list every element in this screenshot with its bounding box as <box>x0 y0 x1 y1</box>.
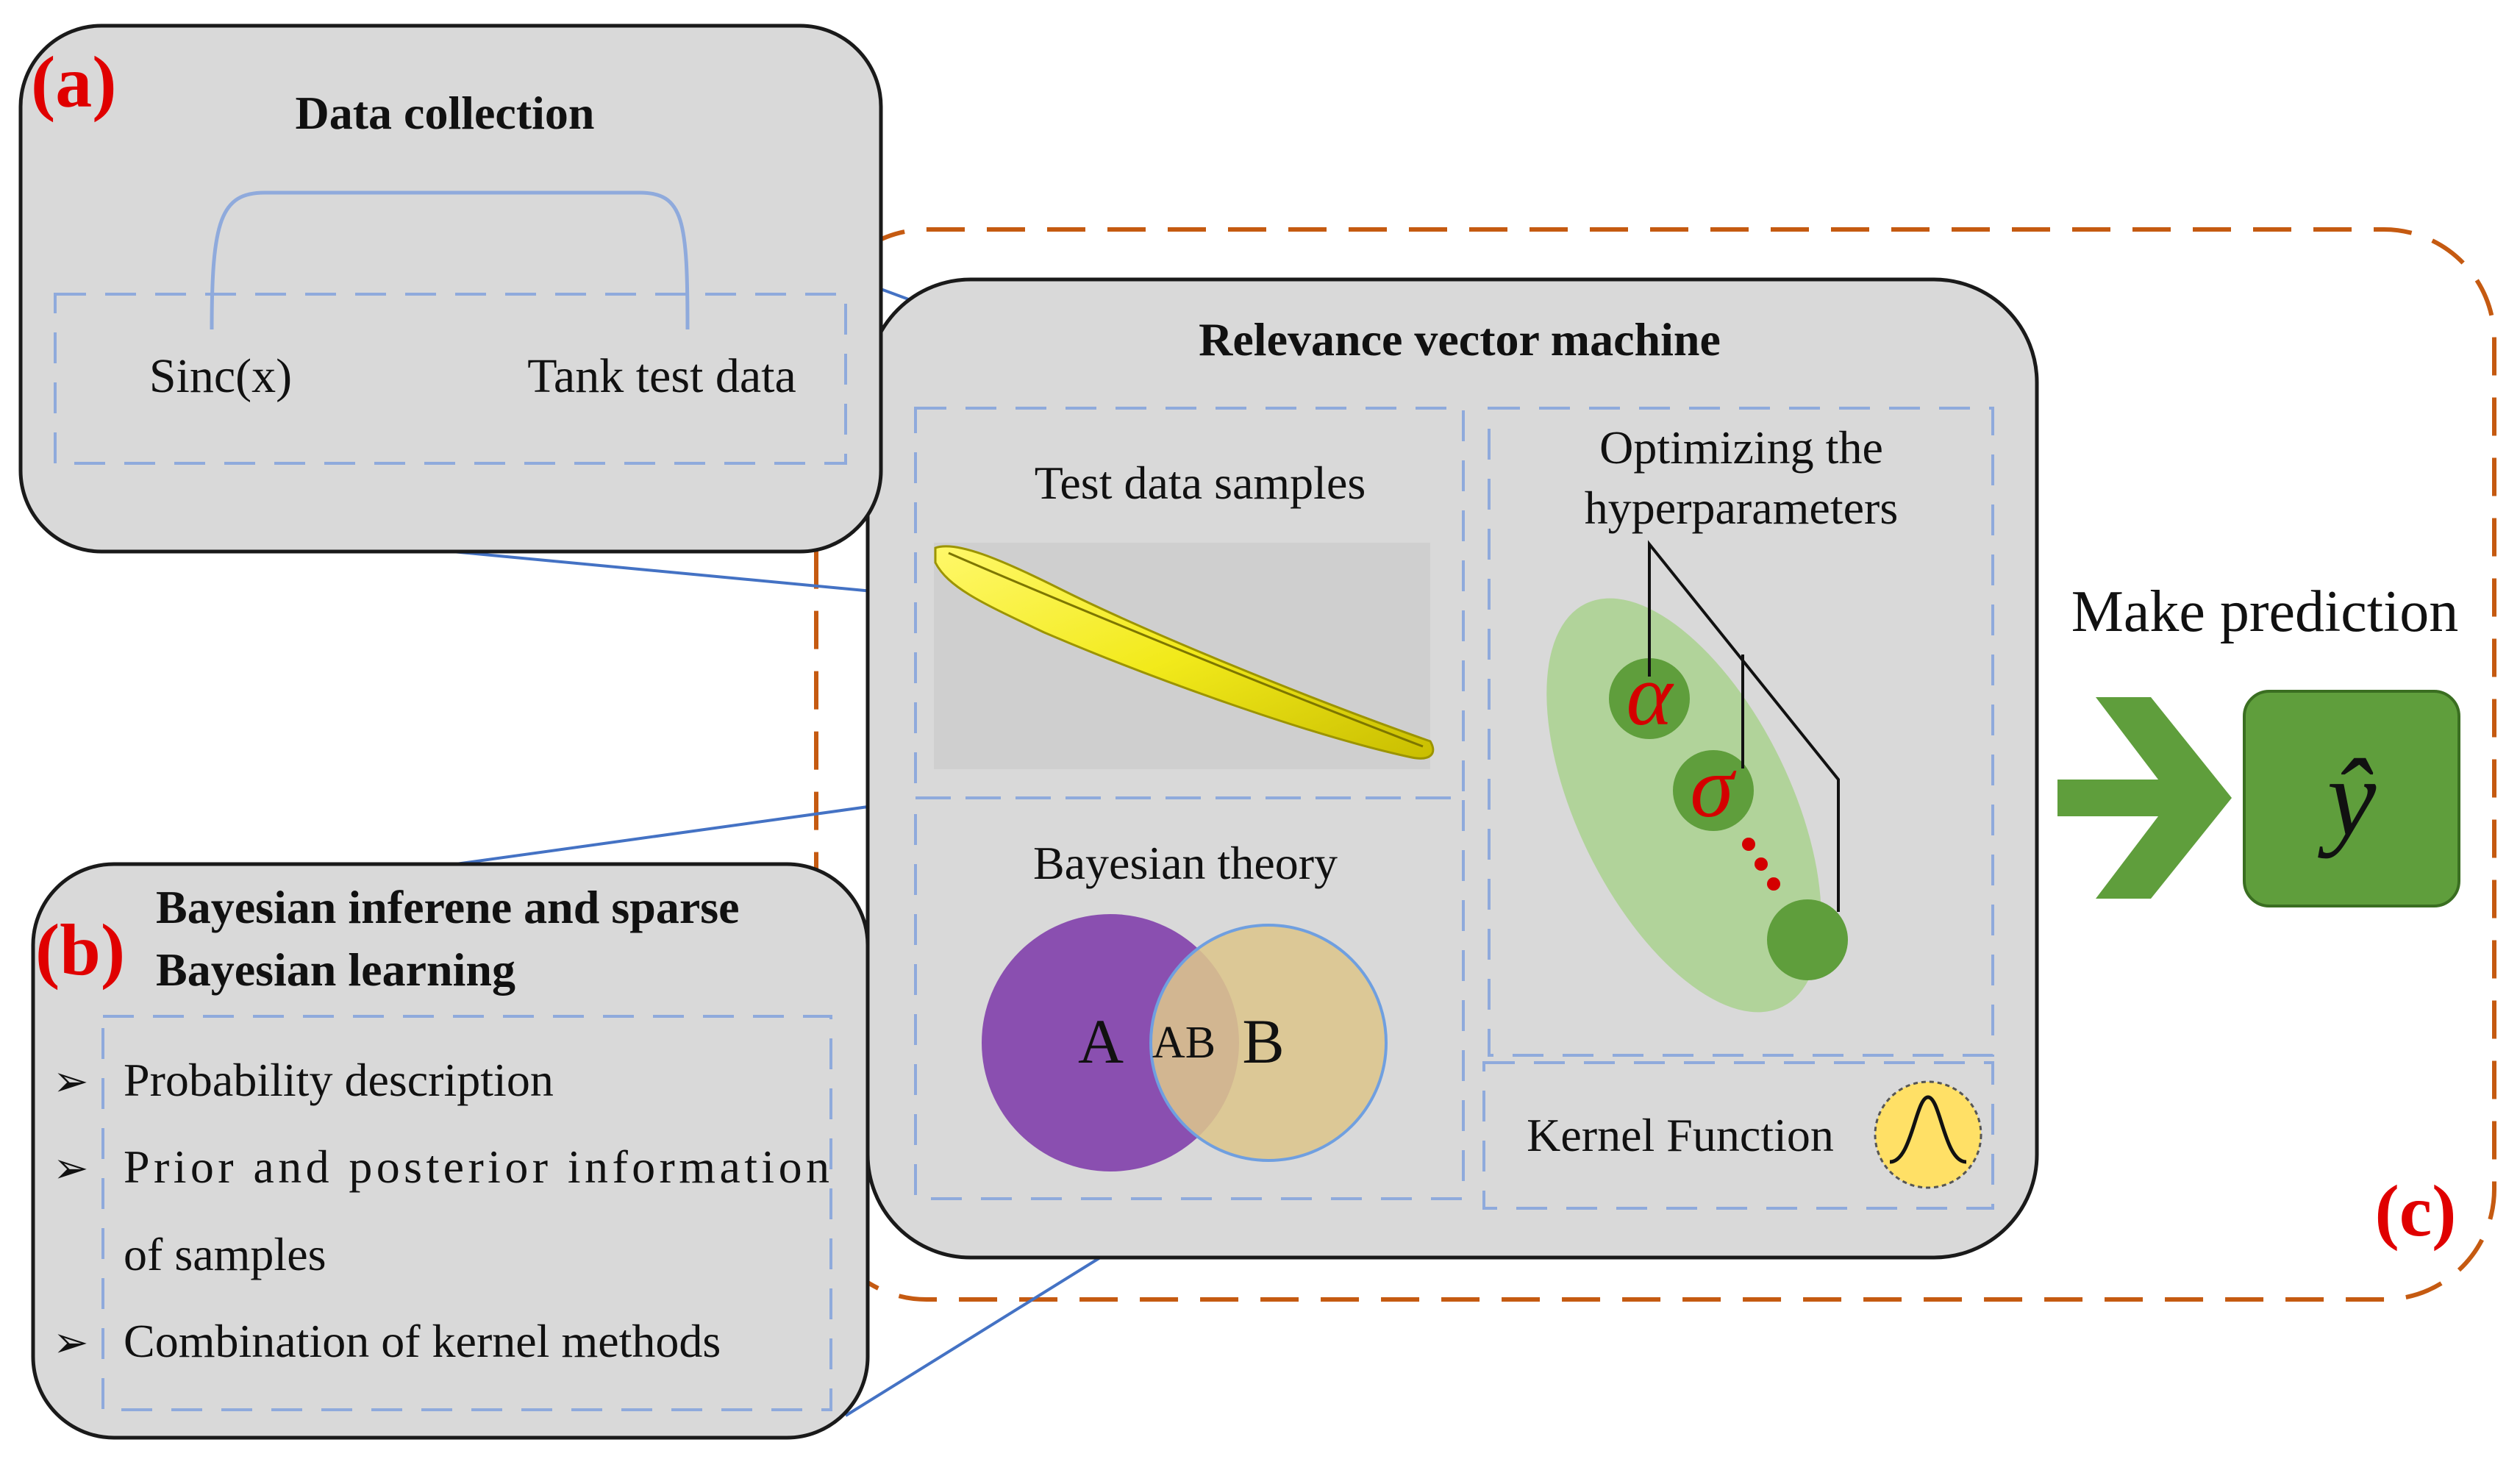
ellipsis-dots <box>1742 838 1780 891</box>
data-collection-panel <box>18 24 883 554</box>
kernel-box <box>1482 1061 1994 1210</box>
optimizing-label-line2: hyperparameters <box>1585 482 1898 534</box>
make-prediction-label: Make prediction <box>2071 579 2458 644</box>
bayesian-bullet-list: ➢ Probability description ➢ Prior and po… <box>53 1054 829 1367</box>
bullet-glyph-1: ➢ <box>53 1058 89 1105</box>
kernel-label: Kernel Function <box>1527 1109 1834 1161</box>
bayesian-learning-title-line1: Bayesian inferene and sparse <box>156 881 740 933</box>
bayesian-bullets-box <box>101 1015 832 1411</box>
prediction-arrow-icon <box>2057 697 2232 899</box>
prediction-boundary <box>814 227 2496 1302</box>
turbine-blade-image <box>934 545 1435 760</box>
venn-label-b: B <box>1242 1006 1284 1077</box>
alpha-node <box>1609 658 1690 739</box>
data-sources-box <box>54 293 847 465</box>
venn-diagram: A AB B <box>982 914 1388 1171</box>
hyperparameter-cluster: α σ <box>1546 540 1848 1013</box>
bullet-probability: Probability description <box>124 1054 554 1106</box>
optimizing-box <box>1488 407 1994 1057</box>
bayesian-box <box>914 796 1465 1200</box>
panel-c-tag: (c) <box>2375 1170 2457 1252</box>
bullet-kernel-methods: Combination of kernel methods <box>124 1315 721 1367</box>
data-sources-bracket <box>210 190 690 330</box>
bullet-glyph-3: ➢ <box>53 1319 89 1366</box>
panel-a-tag: (a) <box>31 41 117 123</box>
last-node <box>1767 899 1848 980</box>
bullet-glyph-2: ➢ <box>53 1144 89 1192</box>
bullet-prior-posterior: Prior and posterior information <box>124 1141 829 1193</box>
bayesian-learning-title-line2: Bayesian learning <box>156 944 515 996</box>
alpha-symbol: α <box>1627 646 1674 743</box>
rvm-title: Relevance vector machine <box>1199 313 1721 365</box>
panel-b-tag: (b) <box>35 909 125 991</box>
prediction-output-symbol: ŷ <box>2318 737 2377 859</box>
sigma-node <box>1673 750 1754 831</box>
gaussian-kernel-icon <box>1874 1080 1982 1189</box>
venn-circle-b <box>1149 924 1388 1162</box>
test-data-label: Test data samples <box>1035 457 1366 509</box>
data-source-tank: Tank test data <box>527 349 796 403</box>
data-source-sinc: Sinc(x) <box>149 349 292 403</box>
optimizing-label-line1: Optimizing the <box>1599 421 1883 474</box>
rvm-inner-boxes <box>914 407 1994 1210</box>
venn-label-a: A <box>1078 1006 1124 1077</box>
bayesian-learning-panel <box>31 862 870 1440</box>
bayesian-label: Bayesian theory <box>1033 837 1338 889</box>
bullet-of-samples: of samples <box>124 1228 326 1280</box>
prediction-output-box <box>2243 690 2460 907</box>
sigma-symbol: σ <box>1690 738 1736 835</box>
venn-label-ab: AB <box>1152 1018 1216 1068</box>
data-collection-title: Data collection <box>296 87 595 139</box>
